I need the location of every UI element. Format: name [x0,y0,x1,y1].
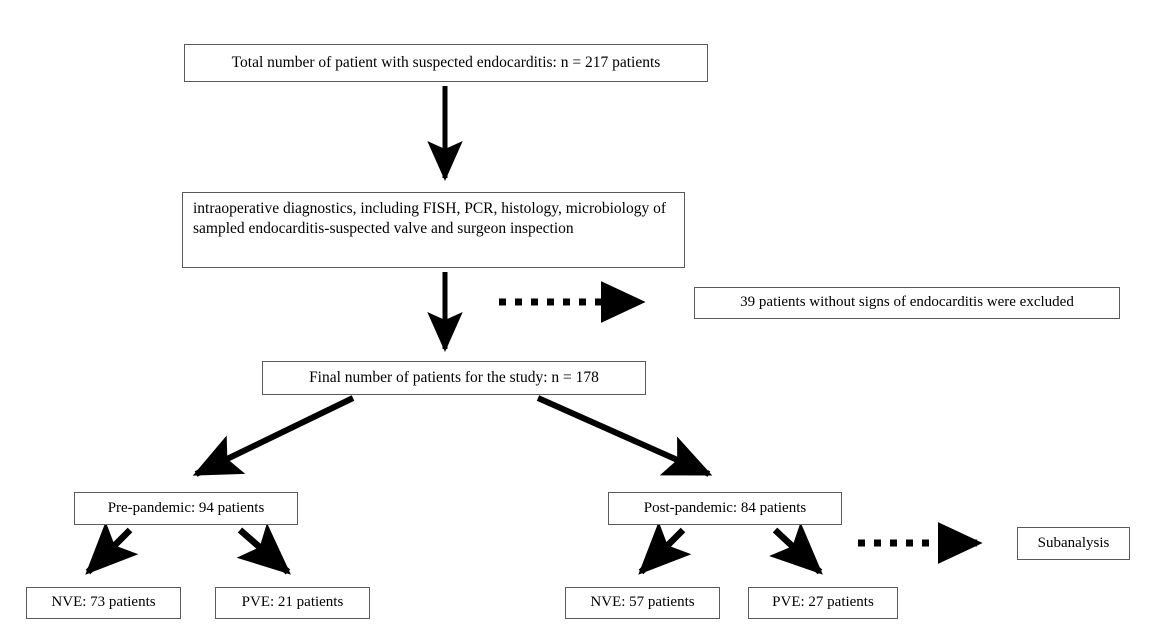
node-final-label: Final number of patients for the study: … [309,368,599,386]
edge-post-to-pve [769,522,823,575]
node-pre-pandemic-label: Pre-pandemic: 94 patients [107,499,265,516]
node-nve-post-label: NVE: 57 patients [590,594,695,611]
node-post-pandemic-label: Post-pandemic: 84 patients [643,499,807,516]
node-pve-pre-label: PVE: 21 patients [241,594,344,611]
node-excluded-label: 39 patients without signs of endocarditi… [740,294,1074,311]
node-pve-post-label: PVE: 27 patients [772,594,874,611]
node-pve-post-pandemic: PVE: 27 patients [748,587,898,619]
node-excluded-patients: 39 patients without signs of endocarditi… [694,287,1120,319]
edge-post-to-nve [638,521,692,575]
edge-final-to-pre [192,395,355,477]
node-pre-pandemic: Pre-pandemic: 94 patients [74,492,298,525]
node-final-study-population: Final number of patients for the study: … [262,361,646,395]
node-pve-pre-pandemic: PVE: 21 patients [215,587,370,619]
edge-pre-to-nve [85,521,139,575]
node-nve-pre-pandemic: NVE: 73 patients [26,587,181,619]
edge-final-to-post [536,395,713,477]
node-nve-pre-label: NVE: 73 patients [51,594,156,611]
node-subanalysis: Subanalysis [1017,527,1130,560]
node-diagnostics-label: intraoperative diagnostics, including FI… [193,200,666,238]
node-subanalysis-label: Subanalysis [1037,534,1110,551]
node-nve-post-pandemic: NVE: 57 patients [565,587,720,619]
node-post-pandemic: Post-pandemic: 84 patients [608,492,842,525]
node-total-label: Total number of patient with suspected e… [231,53,661,71]
edge-pre-to-pve [236,522,291,575]
node-intraoperative-diagnostics: intraoperative diagnostics, including FI… [182,192,685,268]
node-total-suspected: Total number of patient with suspected e… [184,44,708,82]
